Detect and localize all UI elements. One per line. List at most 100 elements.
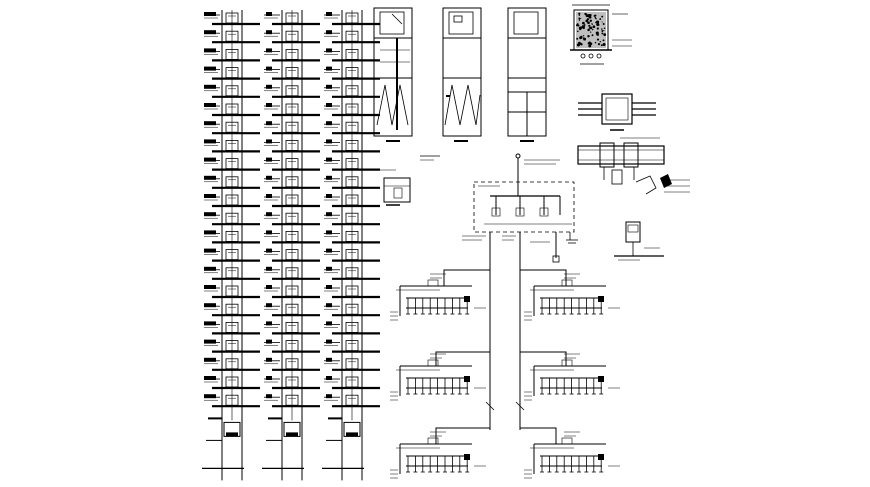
gravel-grain <box>602 39 605 42</box>
branch-group-4 <box>524 353 620 401</box>
riser-floor <box>324 248 380 262</box>
riser-floor <box>324 266 380 280</box>
riser-floor <box>204 157 260 171</box>
riser-floor <box>324 303 380 317</box>
branch-group-5 <box>390 431 486 479</box>
gravel-grain <box>582 25 584 27</box>
gravel-grain <box>576 37 579 40</box>
riser-floor <box>324 139 380 153</box>
gravel-grain <box>585 14 589 18</box>
riser-floor <box>204 12 260 26</box>
gravel-grain <box>585 13 587 15</box>
panel-elevation-1 <box>373 7 413 142</box>
gravel-grain <box>601 30 604 32</box>
riser-floor <box>264 103 320 117</box>
gravel-grain <box>594 16 597 19</box>
riser-floor <box>324 121 380 135</box>
gravel-grain <box>600 44 603 47</box>
panel-elevations <box>373 7 547 142</box>
gravel-grain <box>587 21 590 25</box>
gravel-grain <box>592 28 594 31</box>
riser-floor <box>204 266 260 280</box>
riser-floor <box>264 266 320 280</box>
gravel-grain <box>578 12 581 15</box>
gravel-grain <box>588 27 591 29</box>
branch-group-2 <box>524 273 620 321</box>
riser-a <box>202 10 260 481</box>
riser-floor <box>264 157 320 171</box>
gravel-grain <box>604 34 606 37</box>
riser-floor <box>264 230 320 244</box>
gravel-grain <box>595 17 597 20</box>
riser-floor <box>324 212 380 226</box>
riser-floor <box>324 376 380 390</box>
gravel-grain <box>588 44 592 48</box>
branch-circuits <box>390 273 620 479</box>
branch-group-3 <box>390 353 486 401</box>
gravel-grain <box>589 26 593 30</box>
gravel-grain <box>582 21 585 25</box>
busbar-detail <box>578 93 656 131</box>
gravel-grain <box>579 36 583 40</box>
riser-floor <box>264 194 320 208</box>
panel-elevation-3 <box>507 7 547 142</box>
gravel-grain <box>603 27 606 29</box>
gravel-grain <box>587 34 590 38</box>
riser-floor <box>264 175 320 189</box>
riser-floor <box>264 12 320 26</box>
riser-floor <box>324 394 380 408</box>
gravel-grain <box>580 18 582 20</box>
riser-b <box>262 10 320 481</box>
gravel-grain <box>577 24 580 27</box>
gravel-grain <box>601 32 604 35</box>
riser-floor <box>264 285 320 299</box>
gravel-grain <box>582 35 585 37</box>
gravel-grain <box>601 21 603 23</box>
gravel-grain <box>601 15 604 18</box>
riser-c <box>322 10 380 481</box>
switch-detail <box>380 155 440 206</box>
gravel-grain <box>603 33 607 37</box>
riser-floor <box>324 194 380 208</box>
gravel-grain <box>578 17 581 20</box>
gravel-grain <box>599 18 602 20</box>
earth-pit-detail <box>570 4 632 65</box>
riser-floor <box>324 321 380 335</box>
riser-floor <box>204 394 260 408</box>
riser-floor <box>324 357 380 371</box>
riser-floor <box>204 248 260 262</box>
gravel-grain <box>576 30 579 33</box>
riser-floor <box>264 357 320 371</box>
riser-floor <box>324 84 380 98</box>
riser-floor <box>204 66 260 80</box>
riser-floor <box>264 339 320 353</box>
branch-group-1 <box>390 273 486 321</box>
riser-floor <box>204 121 260 135</box>
riser-floor <box>204 212 260 226</box>
cable-tray-detail <box>577 137 690 195</box>
gravel-grain <box>594 41 597 44</box>
gravel-grain <box>597 43 601 46</box>
riser-floor <box>324 175 380 189</box>
riser-floor <box>204 321 260 335</box>
riser-floor <box>204 30 260 44</box>
riser-floor <box>324 66 380 80</box>
riser-floor <box>324 103 380 117</box>
gravel-grain <box>587 28 590 32</box>
gravel-grain <box>591 34 594 37</box>
gravel-grain <box>589 19 592 22</box>
riser-floor <box>324 339 380 353</box>
branch-group-6 <box>524 431 620 479</box>
riser-base <box>202 417 244 469</box>
gravel-grain <box>588 24 591 27</box>
gravel-grain <box>583 24 586 26</box>
riser-floor <box>204 339 260 353</box>
riser-floor <box>324 30 380 44</box>
riser-floor <box>264 121 320 135</box>
gravel-grain <box>590 31 592 33</box>
riser-floor <box>204 194 260 208</box>
riser-floor <box>204 285 260 299</box>
gravel-grain <box>595 31 599 35</box>
